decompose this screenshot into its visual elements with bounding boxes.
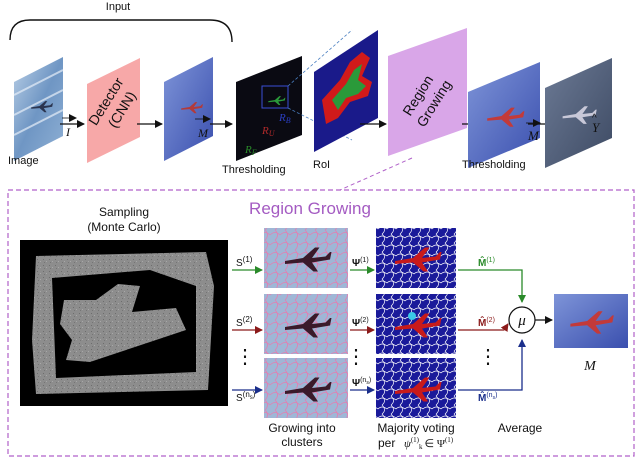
region-growing-box: Region Growing [388, 28, 467, 156]
per-label: per [378, 436, 395, 450]
averaged-mask-image [554, 294, 628, 348]
psi-elem-label: ψ(1)k∈ Ψ(1) [404, 436, 454, 451]
arrow-mhat2 [458, 323, 509, 333]
rb-label: RB [278, 112, 291, 125]
dots-right: ⋮ [478, 346, 498, 368]
mask-symbol: M [197, 126, 209, 140]
vote-image-1 [376, 228, 456, 288]
s1-label: S(1) [236, 255, 253, 269]
mhatn-label: M̂(ns) [478, 391, 497, 404]
zoom-line-top [287, 29, 353, 87]
dots-left: ⋮ [235, 346, 255, 368]
mu-symbol: μ [517, 313, 526, 329]
refined-mask-symbol: M [527, 128, 540, 143]
sampling-image [20, 240, 228, 406]
s2-label: S(2) [236, 315, 253, 329]
sampling-label: Sampling [99, 205, 149, 219]
output-symbol-hat: ^ [592, 113, 597, 124]
input-label: Input [106, 1, 130, 13]
image-symbol: I [65, 125, 71, 139]
rf-label: RF [244, 144, 257, 157]
detector-box: Detector (CNN) [85, 58, 140, 163]
region-growing-frame [7, 189, 635, 457]
clusters-label: clusters [281, 435, 322, 449]
sn-label: S(ns) [236, 390, 256, 404]
psin-label: Ψ(ns) [352, 377, 371, 389]
threshold-image [236, 56, 302, 161]
cluster-image-n [264, 358, 348, 418]
input-image [13, 57, 64, 161]
image-label: Image [8, 155, 39, 167]
thresholding-label: Thresholding [222, 164, 286, 176]
vote-image-n [376, 358, 456, 418]
roi-label: RoI [313, 159, 330, 171]
majority-voting-label: Majority voting [377, 421, 454, 435]
growing-into-label: Growing into [268, 421, 336, 435]
thresholding2-label: Thresholding [462, 159, 526, 171]
arrow-mhat1 [458, 269, 526, 303]
dots-middle: ⋮ [346, 346, 366, 368]
vote-image-2 [376, 294, 456, 354]
final-output-image [545, 58, 612, 168]
input-bracket [9, 19, 233, 43]
cluster-image-2 [264, 294, 348, 354]
averaged-mask-symbol: M [583, 359, 597, 374]
ru-label: RU [261, 125, 276, 138]
region-growing-title: Region Growing [249, 199, 371, 218]
monte-carlo-label: (Monte Carlo) [87, 220, 160, 234]
output-symbol: Y [592, 120, 601, 135]
refined-mask-image [468, 62, 540, 168]
average-label: Average [498, 421, 543, 435]
arrow-mhatn [458, 339, 526, 391]
roi-image [314, 30, 378, 152]
detector-output-image [164, 57, 213, 161]
cluster-image-1 [264, 228, 348, 288]
mhat2-label: M̂(2) [478, 316, 495, 329]
psi2-label: Ψ(2) [352, 317, 369, 329]
psi1-label: Ψ(1) [352, 257, 369, 269]
mhat1-label: M̂(1) [478, 256, 495, 269]
region-to-detail-connector [339, 157, 413, 191]
